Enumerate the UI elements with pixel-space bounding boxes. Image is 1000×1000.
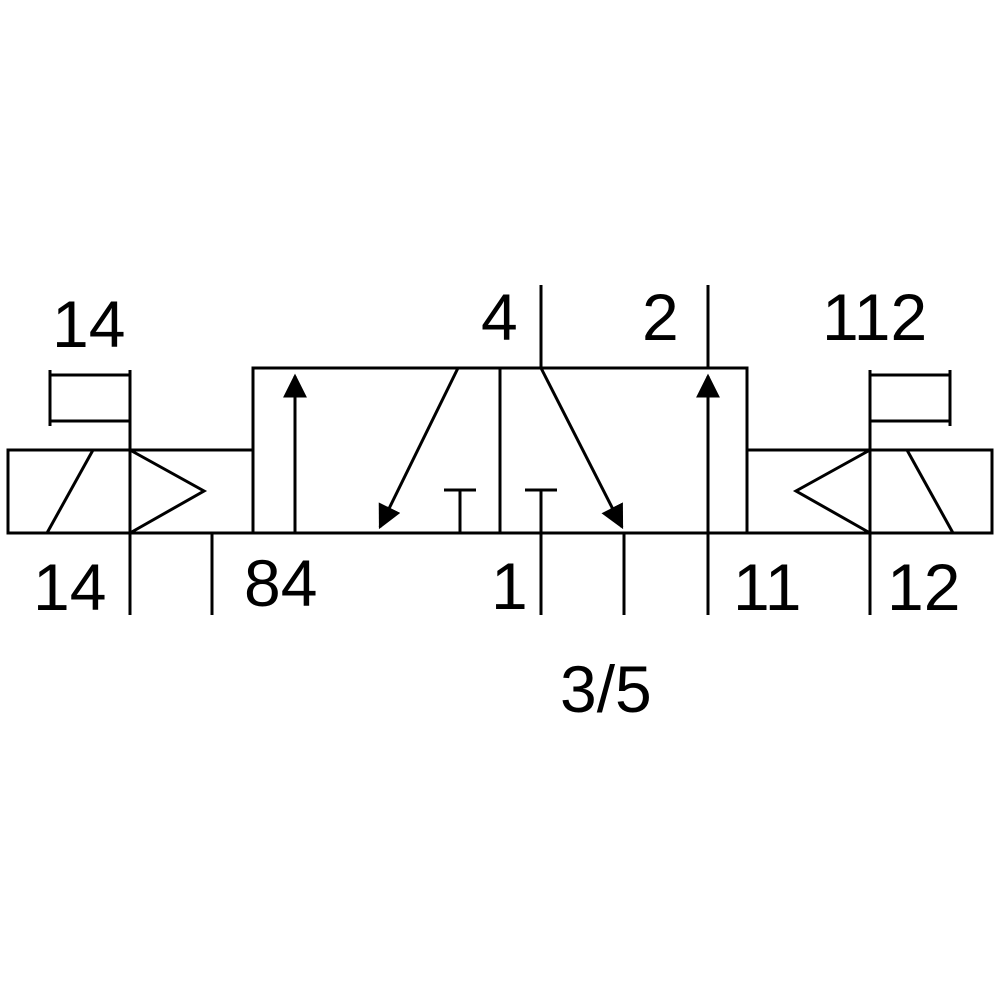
left-top-label: 14 — [52, 287, 125, 361]
port-4-label: 4 — [481, 280, 518, 354]
port-11-label: 11 — [733, 550, 802, 624]
port-2-label: 2 — [642, 280, 679, 354]
port-1-label: 1 — [491, 549, 528, 623]
port-35-label: 3/5 — [560, 652, 652, 726]
left-position-blocked-port — [444, 488, 476, 533]
right-position-flow-1 — [539, 367, 624, 530]
right-manual-override — [868, 370, 952, 450]
left-bottom-label: 14 — [33, 550, 106, 624]
left-manual-override — [48, 370, 132, 450]
right-position-blocked-port — [525, 488, 557, 533]
right-top-label: 112 — [822, 280, 927, 354]
left-solenoid-coil-slash — [45, 449, 95, 534]
right-pilot-triangle — [792, 448, 871, 535]
port-12-label: 12 — [887, 550, 960, 624]
right-solenoid-coil-slash — [905, 449, 955, 534]
left-pilot-triangle — [129, 448, 208, 535]
left-position-flow-2 — [378, 367, 460, 530]
port-84-label: 84 — [244, 546, 317, 620]
